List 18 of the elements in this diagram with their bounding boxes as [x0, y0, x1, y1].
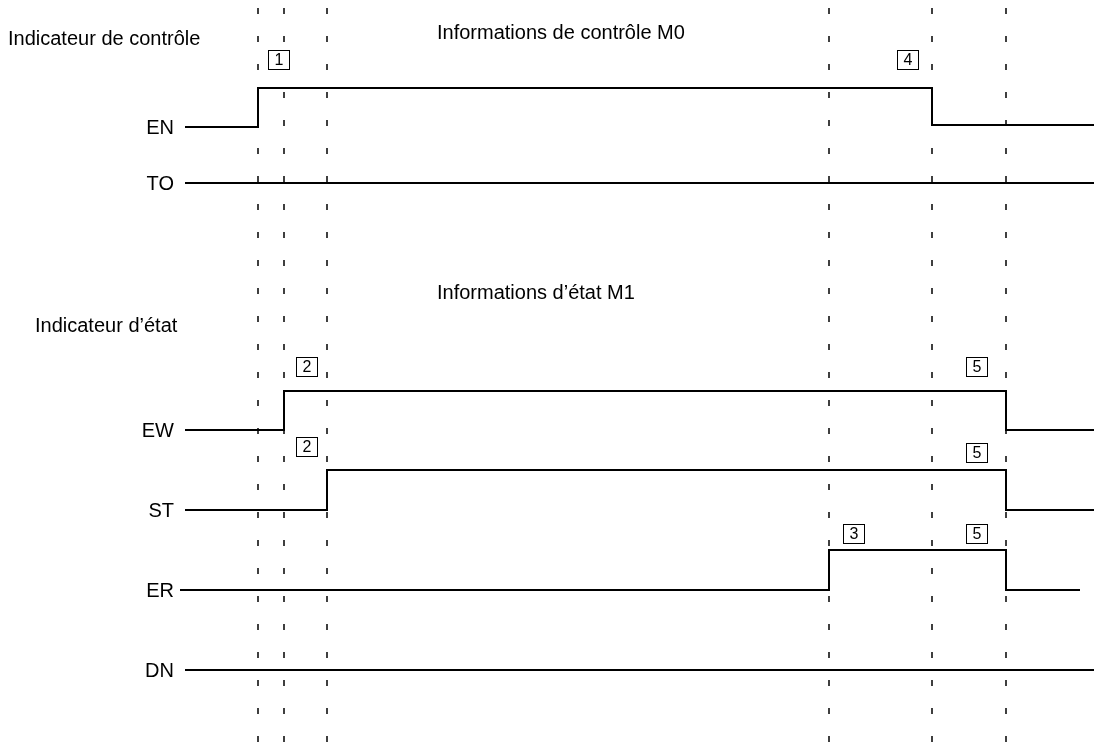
callout-number: 5 — [966, 524, 988, 544]
heading-text: Informations de contrôle M0 — [437, 22, 685, 42]
callout-number: 1 — [268, 50, 290, 70]
signal-name: DN — [145, 660, 175, 680]
signal-name: ER — [146, 580, 175, 600]
signal-name: EN — [146, 117, 175, 137]
callout-number: 4 — [897, 50, 919, 70]
callout-number: 3 — [843, 524, 865, 544]
callout-number: 2 — [296, 357, 318, 377]
signal-name: EW — [141, 420, 175, 440]
signal-name: TO — [146, 173, 175, 193]
signal-name: ST — [148, 500, 175, 520]
heading-text: Informations d’état M1 — [437, 282, 635, 302]
heading-text: Indicateur d’état — [35, 315, 178, 335]
callout-number: 5 — [966, 357, 988, 377]
callout-number: 5 — [966, 443, 988, 463]
heading-text: Indicateur de contrôle — [8, 28, 201, 48]
callout-number: 2 — [296, 437, 318, 457]
